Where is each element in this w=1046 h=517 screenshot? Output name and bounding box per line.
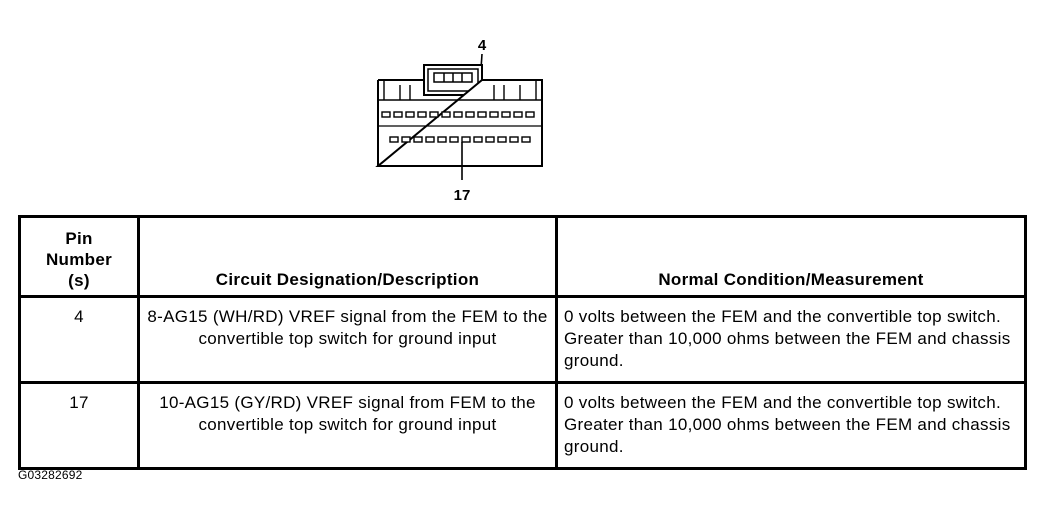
header-pin-line-1: Pin <box>65 229 93 248</box>
table-row: 17 10-AG15 (GY/RD) VREF signal from FEM … <box>18 381 1027 470</box>
cell-measurement: 0 volts between the FEM and the converti… <box>555 295 1027 384</box>
table-row: 4 8-AG15 (WH/RD) VREF signal from the FE… <box>18 295 1027 384</box>
cell-circuit: 10-AG15 (GY/RD) VREF signal from FEM to … <box>137 381 558 470</box>
header-measurement: Normal Condition/Measurement <box>555 215 1027 298</box>
cell-pin: 17 <box>18 381 140 470</box>
pin-label-bottom: 17 <box>454 187 471 204</box>
table-header-row: Pin Number (s) Circuit Designation/Descr… <box>18 215 1027 298</box>
header-pin-number: Pin Number (s) <box>18 215 140 298</box>
header-circuit: Circuit Designation/Description <box>137 215 558 298</box>
cell-measurement: 0 volts between the FEM and the converti… <box>555 381 1027 470</box>
header-pin-line-3: (s) <box>68 271 90 290</box>
header-pin-line-2: Number <box>45 250 113 269</box>
figure-id: G03282692 <box>18 468 83 482</box>
connector-diagram: 4 <box>360 30 560 210</box>
pin-label-top: 4 <box>478 37 487 54</box>
cell-pin: 4 <box>18 295 140 384</box>
pin-table: Pin Number (s) Circuit Designation/Descr… <box>18 215 1027 470</box>
connector-face-drawing: 4 <box>375 37 543 204</box>
cell-circuit: 8-AG15 (WH/RD) VREF signal from the FEM … <box>137 295 558 384</box>
